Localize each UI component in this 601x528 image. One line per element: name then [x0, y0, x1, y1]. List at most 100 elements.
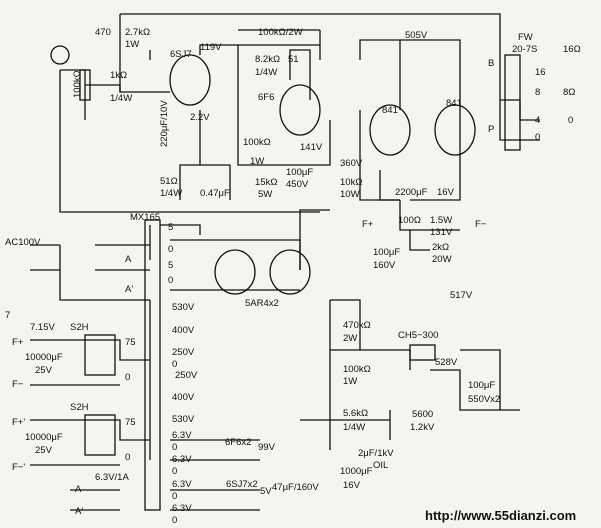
choke-ch5-300 [409, 344, 436, 361]
label-t75a: 75 [125, 337, 136, 348]
label-r-100k-1w: 100kΩ [243, 137, 271, 148]
watermark: http://www.55dianzi.com [425, 508, 576, 523]
label-v-141: 141V [300, 142, 323, 153]
label-n530a: 530V [172, 302, 195, 313]
label-t75b: 75 [125, 417, 136, 428]
label-v-528: 528V [435, 357, 458, 368]
label-a-out: A [75, 484, 82, 495]
label-s2h-a: S2H [70, 322, 89, 333]
label-heater-6f6: 6F6x2 [225, 437, 251, 448]
tube-5ar4-left [214, 249, 256, 295]
tube-5ar4-right [269, 249, 311, 295]
label-v-6-3c: 6.3V [172, 479, 192, 490]
label-c-10000u-a-v: 25V [35, 365, 53, 376]
components [50, 45, 521, 511]
label-c-51: 51 [288, 54, 299, 65]
label-n0g: 0 [172, 515, 177, 526]
label-r-15k-w: 5W [258, 189, 272, 200]
label-n5: 5 [168, 222, 173, 233]
label-v-99: 99V [258, 442, 276, 453]
label-r-100k-b: 100kΩ [343, 364, 371, 375]
tube-841-left [369, 104, 411, 156]
label-c-2u: 2μF/1kV [358, 448, 394, 459]
label-r-51-w: 1/4W [160, 188, 182, 199]
label-r-10k: 10kΩ [340, 177, 362, 188]
label-r-10k-w: 10W [340, 189, 360, 200]
label-r-2k-w: 20W [432, 254, 452, 265]
label-r-2k: 2kΩ [432, 242, 449, 253]
label-c-1000u-v: 16V [343, 480, 361, 491]
label-r-100k-b-w: 1W [343, 376, 357, 387]
label-n0a: 0 [168, 244, 173, 255]
label-xfmr-fw: FW [518, 32, 533, 43]
label-r-5k6: 5.6kΩ [343, 408, 368, 419]
label-ch5-300: CH5−300 [398, 330, 438, 341]
label-n0e: 0 [172, 466, 177, 477]
label-tube-6f6: 6F6 [258, 92, 274, 103]
label-tap-16: 16 [535, 67, 546, 78]
label-c-2200u-v: 16V [437, 187, 455, 198]
label-mx165: MX165 [130, 212, 160, 223]
tube-6sj7 [169, 54, 211, 106]
label-c-100u-160-v: 160V [373, 260, 396, 271]
input-jack-icon [50, 45, 70, 65]
label-v-131: 131V [430, 227, 453, 238]
label-v-6-3d: 6.3V [172, 503, 192, 514]
label-tap-0: 0 [568, 115, 573, 126]
label-tap-16-ohm: 16Ω [563, 44, 581, 55]
label-v-505: 505V [405, 30, 428, 41]
label-n400a: 400V [172, 325, 195, 336]
label-tube-841b: 841 [446, 98, 462, 109]
tube-6f6 [279, 84, 321, 136]
label-f-plus: F+ [362, 219, 374, 230]
label-c-10000u-b: 10000μF [25, 432, 63, 443]
label-n250b: 250V [175, 370, 198, 381]
label-r-100k-1w-w: 1W [250, 156, 264, 167]
label-f-minus: F− [475, 219, 487, 230]
label-c-047: 0.47μF [200, 188, 230, 199]
volume-pot [79, 69, 91, 101]
label-c-10000u-a: 10000μF [25, 352, 63, 363]
label-f-minus-b: F− [12, 379, 24, 390]
label-r-2k7: 2.7kΩ [125, 27, 150, 38]
label-f-plus-c: F+' [12, 417, 25, 428]
label-c-220u: 220μF/10V [159, 100, 170, 147]
label-c-5600: 5600 [412, 409, 433, 420]
label-tap-0b: 0 [535, 132, 540, 143]
label-tap-4: 4 [535, 115, 540, 126]
label-r-470k-w: 2W [343, 333, 357, 344]
label-tube-6sj7: 6SJ7 [170, 49, 192, 60]
label-v-715: 7.15V [30, 322, 55, 333]
label-c-10000u-b-v: 25V [35, 445, 53, 456]
label-a-out-prime: A' [75, 506, 83, 517]
power-transformer [144, 219, 161, 511]
label-c-100u-450-v: 450V [286, 179, 309, 190]
label-n400b: 400V [172, 392, 195, 403]
label-r-1k: 1kΩ [110, 70, 127, 81]
label-side-7: 7 [5, 310, 10, 321]
label-r-100: 100Ω [398, 215, 421, 226]
label-r-470k: 470kΩ [343, 320, 371, 331]
label-n530b: 530V [172, 414, 195, 425]
label-heater-6sj7: 6SJ7x2 [226, 479, 258, 490]
label-pin-p: P [488, 124, 494, 135]
label-f-minus-c: F−' [12, 462, 25, 473]
label-r-15k: 15kΩ [255, 177, 277, 188]
label-t0a: 0 [125, 372, 130, 383]
label-c-100u-550-v: 550Vx2 [468, 394, 500, 405]
label-ac100v: AC100V [5, 237, 41, 248]
label-r-5k6-w: 1/4W [343, 422, 365, 433]
label-c-47u: 47μF/160V [272, 482, 319, 493]
label-n0f: 0 [172, 491, 177, 502]
label-r-100k-2w: 100kΩ/2W [258, 27, 303, 38]
label-s2h-b: S2H [70, 402, 89, 413]
label-c-100u-550: 100μF [468, 380, 495, 391]
label-n5b: 5 [168, 260, 173, 271]
wires [30, 13, 540, 511]
label-r-2k7-w: 1W [125, 39, 139, 50]
rectifier-bridge-b [84, 414, 116, 456]
label-v-6-3a: 6.3V [172, 430, 192, 441]
label-pot-100k: 100kΩ [72, 70, 83, 98]
label-c-2200u: 2200μF [395, 187, 428, 198]
